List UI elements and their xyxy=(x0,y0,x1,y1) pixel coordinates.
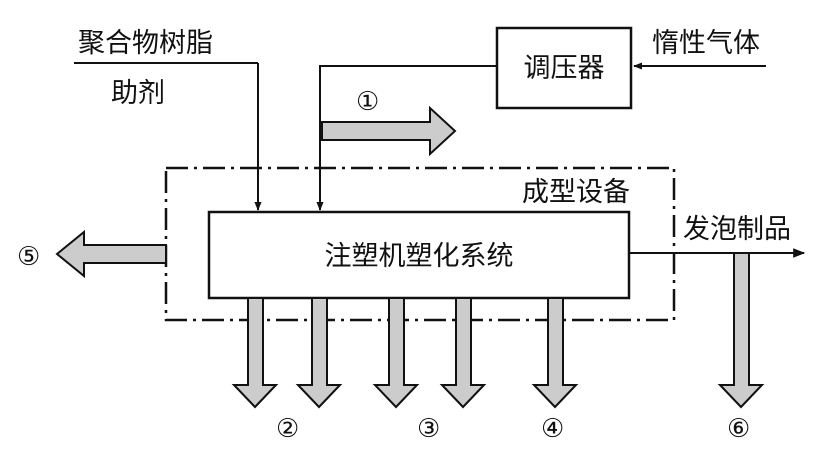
block-arrow-2b xyxy=(295,297,343,409)
marker-6: ⑥ xyxy=(727,414,750,444)
equipment-boundary xyxy=(164,166,676,322)
marker-3: ③ xyxy=(417,414,440,444)
plasticizing-system-label: 注塑机塑化系统 xyxy=(325,241,514,272)
resin-label: 聚合物树脂 xyxy=(78,28,213,59)
block-arrow-1 xyxy=(321,105,457,157)
plasticizing-system-box xyxy=(207,210,631,300)
product-label: 发泡制品 xyxy=(683,214,791,245)
block-arrow-3b xyxy=(439,297,487,409)
inert-gas-label: 惰性气体 xyxy=(652,28,760,59)
block-arrow-3a xyxy=(372,297,420,409)
marker-4: ④ xyxy=(541,414,564,444)
additive-label: 助剂 xyxy=(111,78,165,109)
regulator-box xyxy=(495,26,633,110)
regulator-label: 调压器 xyxy=(524,53,605,84)
block-arrow-2a xyxy=(231,297,279,409)
marker-5: ⑤ xyxy=(17,242,40,272)
block-arrow-5 xyxy=(55,229,167,279)
marker-2: ② xyxy=(276,414,299,444)
marker-1: ① xyxy=(356,87,379,117)
block-arrow-4 xyxy=(531,297,579,409)
regulator-gas-line xyxy=(316,65,497,211)
block-arrow-6 xyxy=(717,252,765,409)
equipment-label: 成型设备 xyxy=(522,177,630,208)
